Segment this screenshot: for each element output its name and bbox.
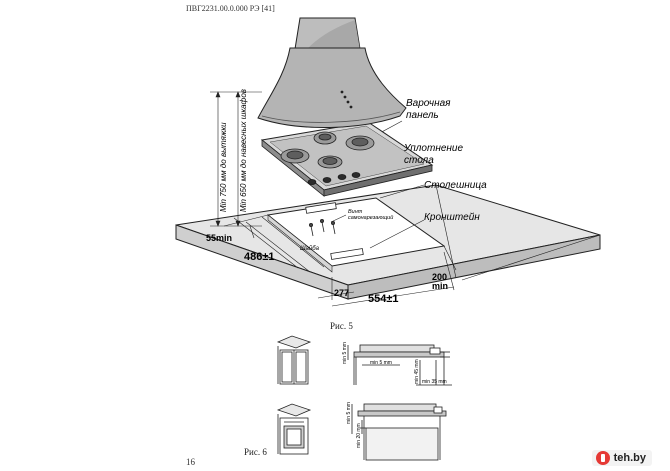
- base-cabinet-icon: [276, 335, 312, 385]
- dim-top-horizontal: min 5 mm: [370, 360, 392, 366]
- width-dimension: [317, 251, 455, 307]
- teh-logo-icon: [595, 451, 610, 465]
- burners: [280, 131, 375, 169]
- section-top: [347, 344, 452, 386]
- dim-min-650-cabinet: Min 650 мм до навесных шкафов: [239, 89, 248, 212]
- dim-277: 277: [334, 288, 349, 298]
- label-washer: Шайба: [300, 245, 320, 252]
- dim-554: 554±1: [368, 293, 399, 305]
- dim-bottom-left: min 5 mm: [346, 402, 352, 424]
- extractor-hood: [257, 17, 407, 129]
- dim-486: 486±1: [244, 251, 275, 263]
- dim-200: 200: [432, 272, 447, 282]
- rear-dimension: [435, 184, 601, 281]
- label-bracket: Кронштейн: [424, 212, 480, 223]
- oven-cabinet-icon: [276, 403, 312, 455]
- bracket-front: [330, 248, 364, 260]
- label-countertop: Столешница: [424, 180, 487, 191]
- dim-55min: 55min: [206, 233, 232, 243]
- label-cooktop-2: панель: [406, 110, 439, 121]
- dim-top-vertical-left: min 5 mm: [342, 342, 348, 364]
- dim-min-750-hood: Min 750 мм до вытяжки: [219, 122, 228, 212]
- figure-6-caption: Рис. 6: [244, 447, 267, 457]
- countertop-cutout: [266, 197, 446, 273]
- section-bottom: [351, 403, 447, 461]
- page-number: 16: [186, 457, 195, 467]
- label-seal-1: Уплотнение: [403, 143, 463, 154]
- figure-5-caption: Рис. 5: [330, 321, 353, 331]
- label-seal-2: стола: [404, 155, 434, 166]
- bracket-rear: [305, 202, 337, 214]
- gas-cooktop: [260, 121, 434, 197]
- height-dimension: [210, 91, 262, 227]
- screws: [308, 218, 336, 237]
- label-screw-1: Винт: [348, 209, 363, 215]
- label-screw-2: самонарезающий: [348, 214, 393, 221]
- control-knobs: [307, 172, 361, 185]
- watermark-text: teh.by: [613, 452, 646, 464]
- label-cooktop-1: Варочная: [406, 98, 451, 109]
- dim-bottom-mid: min 20 mm: [356, 423, 362, 448]
- watermark: teh.by: [591, 450, 652, 466]
- document-code: ПВГ2231.00.0.000 РЭ [41]: [186, 4, 275, 13]
- dim-200-min: min: [432, 281, 448, 291]
- depth-dimension: [233, 216, 325, 273]
- dim-top-vertical-mid: min 45 mm: [414, 359, 420, 384]
- dim-top-rear: min 35 mm: [422, 379, 447, 385]
